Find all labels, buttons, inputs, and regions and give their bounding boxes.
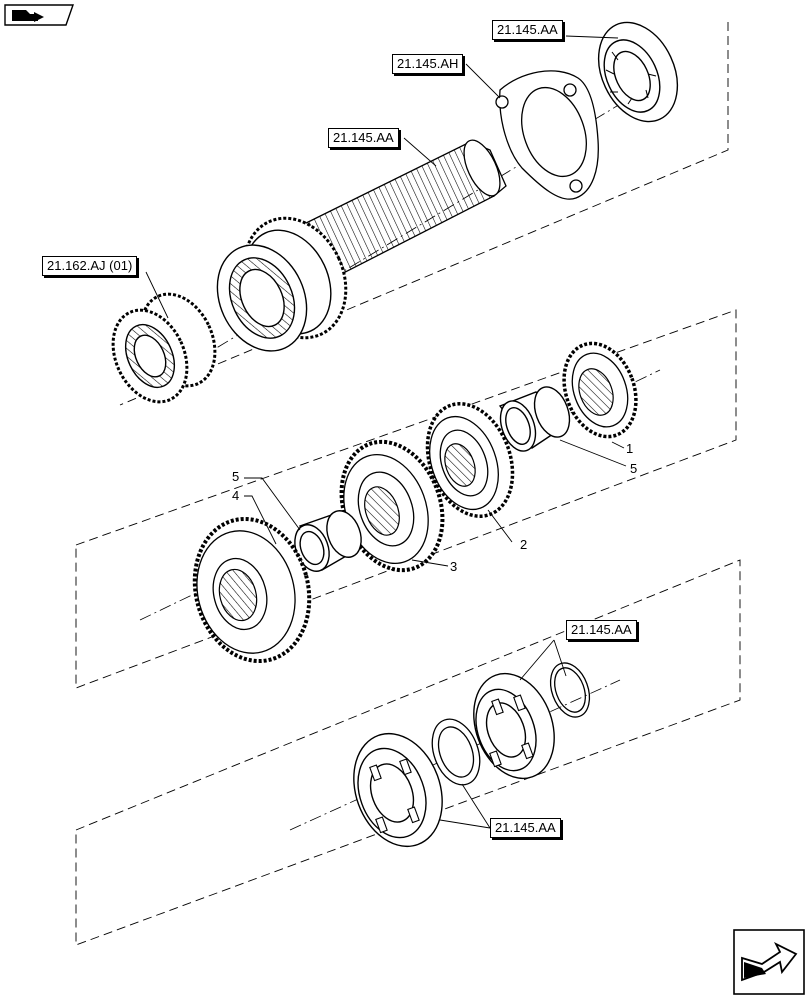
callout-item-2: 2 (520, 537, 528, 552)
shaft-gear (216, 216, 348, 352)
top-bearing (597, 21, 679, 123)
synchronizer-sleeve (111, 292, 217, 404)
callout-item-5-left: 5 (232, 469, 240, 484)
book-arrow-icon[interactable] (4, 4, 74, 26)
ref-bottom-bearing[interactable]: 21.145.AA (490, 818, 561, 838)
callout-item-1: 1 (626, 441, 634, 456)
ref-snap-ring[interactable]: 21.145.AA (566, 620, 637, 640)
shim-washer (431, 718, 481, 786)
ref-synchronizer[interactable]: 21.162.AJ (01) (42, 256, 138, 276)
main-shaft (295, 139, 507, 287)
gear-4 (192, 516, 312, 664)
ref-shaft[interactable]: 21.145.AA (328, 128, 399, 148)
roller-bearing-upper (473, 672, 555, 780)
bushing-right (498, 386, 571, 452)
callout-leaders (244, 439, 627, 567)
bushing-left (294, 510, 362, 572)
callout-item-3: 3 (450, 559, 458, 574)
roller-bearing-lower (353, 732, 443, 848)
ref-top-bearing[interactable]: 21.145.AA (492, 20, 563, 40)
cover-plate (495, 70, 599, 200)
next-page-arrow-icon[interactable] (732, 928, 806, 996)
ref-cover-plate[interactable]: 21.145.AH (392, 54, 464, 74)
gear-2 (425, 402, 515, 518)
snap-ring (549, 662, 591, 718)
gear-3 (339, 439, 445, 573)
callout-item-4: 4 (232, 488, 240, 503)
callout-item-5-right: 5 (630, 461, 638, 476)
gear-1 (562, 341, 638, 439)
reference-leaders (145, 35, 619, 829)
